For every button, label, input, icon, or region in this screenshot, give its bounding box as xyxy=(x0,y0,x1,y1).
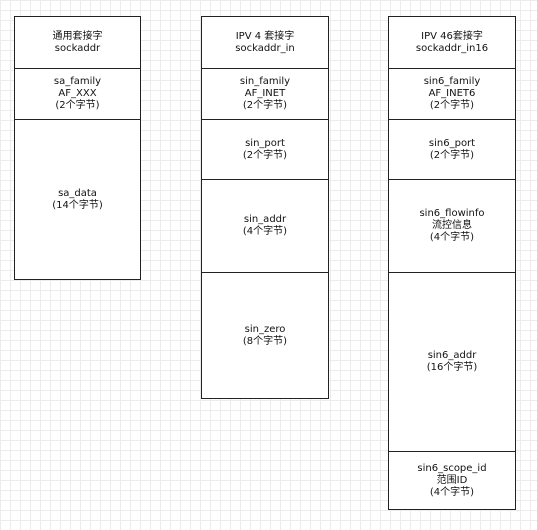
header-title: 通用套接字 xyxy=(52,30,103,42)
field-name: sin6_scope_id xyxy=(417,462,487,474)
field-description: 流控信息 xyxy=(432,220,472,231)
field-name: sin_zero xyxy=(244,323,286,335)
field-name: sin_addr xyxy=(243,214,287,225)
field-value: AF_INET xyxy=(244,88,286,99)
field-name: sa_family xyxy=(53,76,102,87)
field-sin-addr: sin_addr (4个字节) xyxy=(202,179,328,272)
field-sin6-addr: sin6_addr (16个字节) xyxy=(389,272,515,451)
field-sin6-port: sin6_port (2个字节) xyxy=(389,119,515,179)
field-size: (4个字节) xyxy=(429,486,475,498)
field-name: sin6_flowinfo xyxy=(419,208,485,219)
field-size: (2个字节) xyxy=(55,100,100,111)
field-sin6-family: sin6_family AF_INET6 (2个字节) xyxy=(389,68,515,119)
field-name: sin_port xyxy=(245,137,285,149)
field-name: sin_family xyxy=(239,76,291,87)
struct-sockaddr-in16-header: IPV 46套接字 sockaddr_in16 xyxy=(389,17,515,68)
field-size: (2个字节) xyxy=(242,100,288,111)
field-size: (4个字节) xyxy=(429,232,475,243)
struct-sockaddr: 通用套接字 sockaddr sa_family AF_XXX (2个字节) s… xyxy=(14,16,141,280)
field-name: sin6_addr xyxy=(427,350,477,361)
header-type: sockaddr_in xyxy=(235,42,295,54)
struct-sockaddr-header: 通用套接字 sockaddr xyxy=(15,17,140,68)
field-name: sa_data xyxy=(58,187,97,199)
header-type: sockaddr_in16 xyxy=(415,42,489,54)
field-sa-family: sa_family AF_XXX (2个字节) xyxy=(15,68,140,119)
field-sin6-scope-id: sin6_scope_id 范围ID (4个字节) xyxy=(389,451,515,509)
field-size: (14个字节) xyxy=(52,199,103,211)
field-size: (2个字节) xyxy=(429,100,475,111)
field-value: AF_INET6 xyxy=(428,88,476,99)
field-size: (2个字节) xyxy=(429,149,475,161)
field-sa-data: sa_data (14个字节) xyxy=(15,119,140,279)
field-value: AF_XXX xyxy=(58,88,97,99)
field-size: (4个字节) xyxy=(242,226,288,237)
field-name: sin6_port xyxy=(428,137,476,149)
header-type: sockaddr xyxy=(54,42,101,54)
field-sin6-flowinfo: sin6_flowinfo 流控信息 (4个字节) xyxy=(389,179,515,272)
field-size: (2个字节) xyxy=(242,149,288,161)
field-name: sin6_family xyxy=(423,76,481,87)
struct-sockaddr-in-header: IPV 4 套接字 sockaddr_in xyxy=(202,17,328,68)
header-title: IPV 4 套接字 xyxy=(235,30,295,42)
field-sin-family: sin_family AF_INET (2个字节) xyxy=(202,68,328,119)
header-title: IPV 46套接字 xyxy=(421,30,483,42)
struct-sockaddr-in: IPV 4 套接字 sockaddr_in sin_family AF_INET… xyxy=(201,16,329,399)
struct-sockaddr-in16: IPV 46套接字 sockaddr_in16 sin6_family AF_I… xyxy=(388,16,516,510)
field-size: (8个字节) xyxy=(242,335,288,347)
field-sin-zero: sin_zero (8个字节) xyxy=(202,272,328,398)
field-sin-port: sin_port (2个字节) xyxy=(202,119,328,179)
field-description: 范围ID xyxy=(436,474,468,486)
field-size: (16个字节) xyxy=(426,362,478,373)
